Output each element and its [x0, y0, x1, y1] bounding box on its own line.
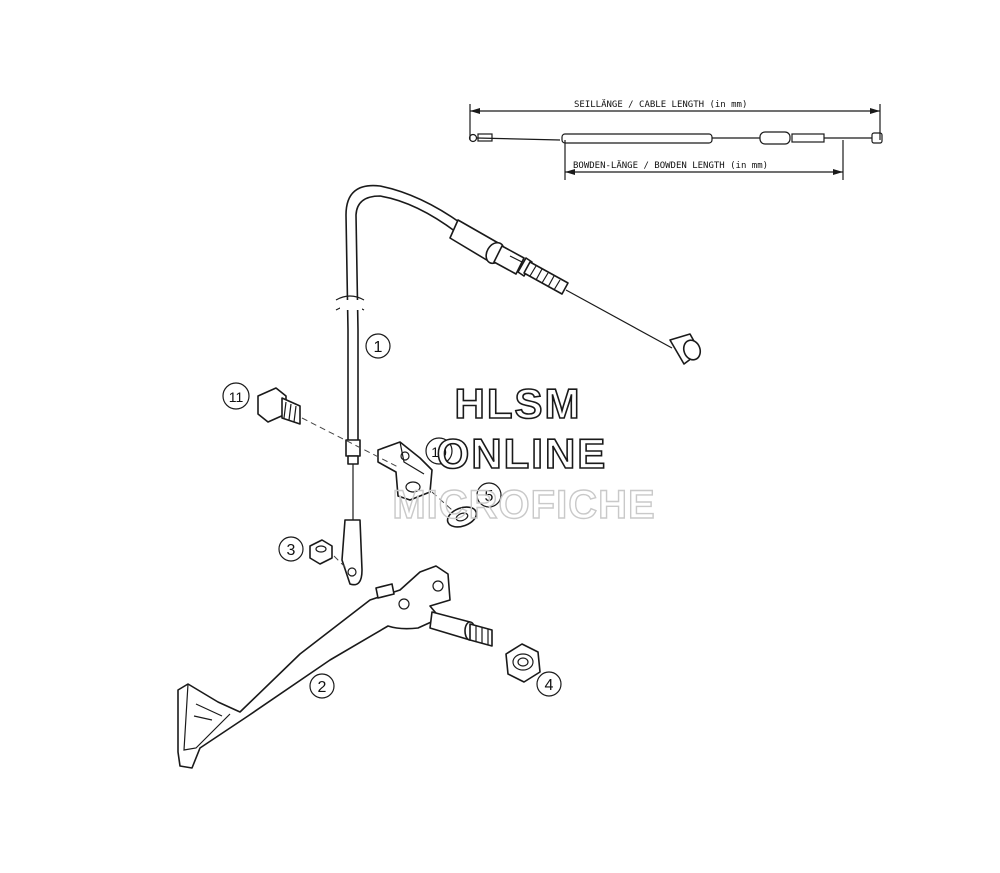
callout-3: 3 — [278, 536, 304, 562]
cable-length-label: SEILLÄNGE / CABLE LENGTH (in mm) — [574, 99, 747, 110]
brake-cable-part — [335, 184, 702, 586]
watermark-line2: ONLINE — [437, 430, 608, 477]
callout-11: 11 — [222, 382, 250, 410]
cable-bracket-part — [377, 441, 433, 501]
svg-text:4: 4 — [545, 677, 554, 694]
watermark-line1: HLSM — [455, 380, 582, 427]
bowden-length-label: BOWDEN-LÄNGE / BOWDEN LENGTH (in mm) — [573, 160, 768, 171]
cable-dimension-inset: SEILLÄNGE / CABLE LENGTH (in mm) BOWDEN-… — [468, 99, 883, 180]
svg-text:5: 5 — [485, 488, 494, 505]
svg-text:3: 3 — [287, 542, 296, 559]
callout-4: 4 — [536, 671, 562, 697]
callout-5: 5 — [476, 482, 502, 508]
bolt-part — [257, 387, 401, 469]
svg-text:2: 2 — [318, 679, 327, 696]
svg-text:10: 10 — [431, 444, 447, 460]
svg-text:1: 1 — [374, 339, 383, 356]
svg-text:11: 11 — [229, 389, 244, 405]
callout-10: 10 — [425, 437, 453, 465]
brake-lever-part — [177, 565, 493, 769]
watermark-line3: MICROFICHE — [392, 483, 655, 527]
large-nut-part — [505, 643, 541, 683]
washer-part — [431, 491, 478, 528]
callout-2: 2 — [309, 673, 335, 699]
watermark: HLSM ONLINE MICROFICHE — [392, 379, 656, 528]
callout-1: 1 — [365, 333, 391, 359]
small-nut-part — [309, 539, 347, 569]
